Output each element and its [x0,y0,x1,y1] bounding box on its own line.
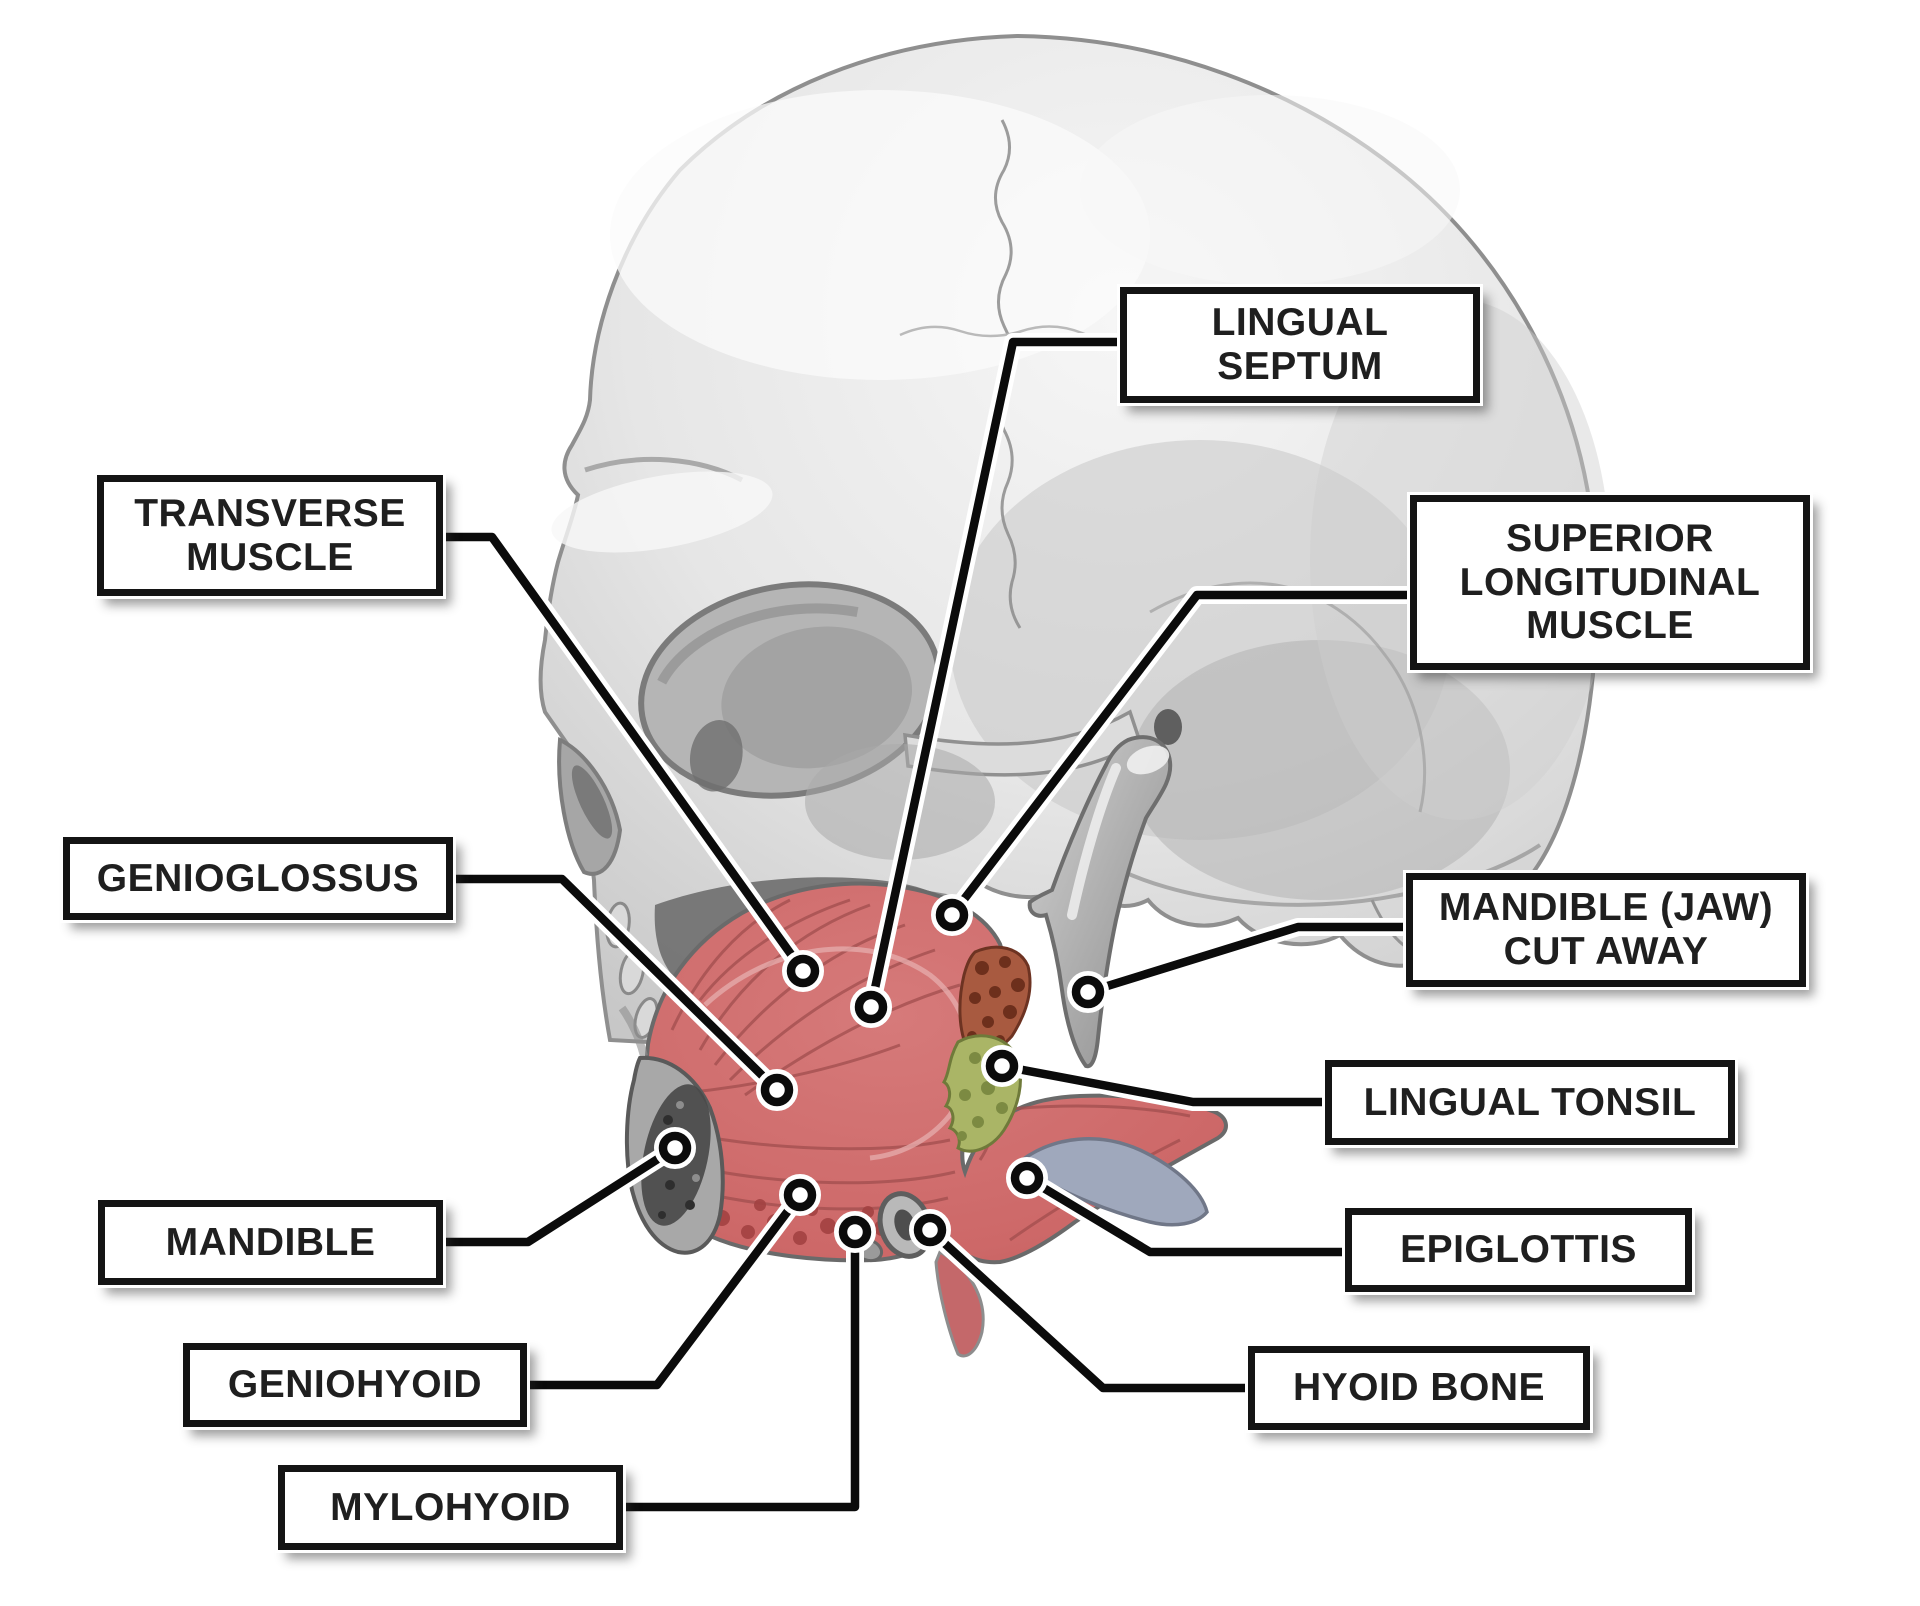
leader-line-transverse-muscle [443,532,807,974]
label-box-mylohyoid: MYLOHYOID [278,1465,623,1550]
leader-line-mandible [445,1144,678,1247]
leader-line-superior-longitudinal-muscle [948,590,1412,918]
squamosal-suture [1149,581,1426,813]
leader-dot-superior-longitudinal-muscle [935,898,969,932]
leader-dot-lingual-septum [854,990,888,1024]
leader-dot-genioglossus [760,1073,794,1107]
label-box-mandible-jaw-cut-away: MANDIBLE (JAW) CUT AWAY [1406,873,1806,987]
leader-dot-hyoid-bone [913,1213,947,1247]
label-box-hyoid-bone: HYOID BONE [1248,1346,1590,1430]
label-box-geniohyoid: GENIOHYOID [183,1343,527,1427]
label-box-epiglottis: EPIGLOTTIS [1345,1208,1692,1292]
leader-dot-geniohyoid [783,1178,817,1212]
nasal-aperture [557,736,623,876]
leader-dot-mylohyoid [838,1215,872,1249]
label-box-superior-longitudinal-muscle: SUPERIOR LONGITUDINAL MUSCLE [1410,495,1810,670]
leader-line-lingual-septum [866,337,1122,1008]
leader-dot-transverse-muscle [786,954,820,988]
ear-canal [1154,709,1182,745]
leader-dot-mandible [658,1131,692,1165]
leader-line-hyoid-bone [927,1226,1250,1393]
leader-line-lingual-tonsil [1001,1061,1327,1107]
label-box-mandible: MANDIBLE [98,1200,443,1285]
leader-dot-mandible-jaw-cut-away [1071,975,1105,1009]
leader-dot-epiglottis [1010,1161,1044,1195]
mandible-ramus-cut [1027,735,1173,1069]
label-box-lingual-septum: LINGUAL SEPTUM [1120,287,1480,403]
leader-line-mylohyoid [621,1232,860,1512]
label-box-genioglossus: GENIOGLOSSUS [63,837,453,920]
leader-dot-lingual-tonsil [985,1049,1019,1083]
leader-line-epiglottis [1024,1174,1347,1257]
leader-line-mandible-jaw-cut-away [1086,922,1408,997]
leader-line-genioglossus [455,874,780,1094]
label-box-lingual-tonsil: LINGUAL TONSIL [1325,1060,1735,1145]
forehead-highlight [610,90,1150,380]
label-box-transverse-muscle: TRANSVERSE MUSCLE [97,475,443,596]
leader-line-geniohyoid [525,1192,804,1390]
pharynx-strip [934,1249,985,1358]
eye-socket [638,581,942,799]
